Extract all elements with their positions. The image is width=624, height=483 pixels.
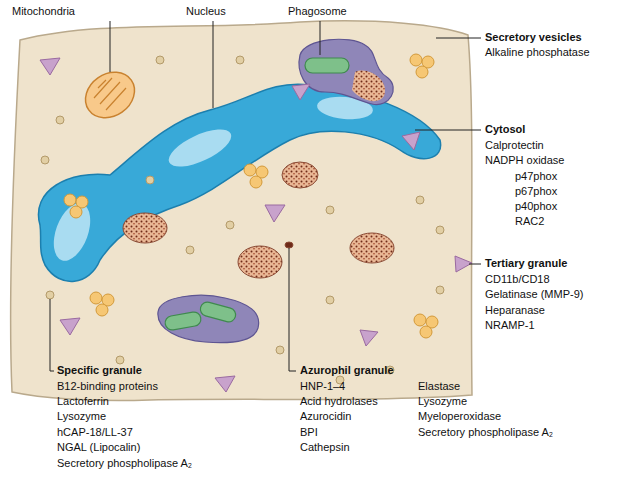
tertiary-granule [40,58,472,392]
label-text: Azurocidin [300,410,351,423]
leader-line [50,21,481,371]
label-text: B12-binding proteins [57,380,158,393]
label-heading: Secretory vesicles [485,31,582,44]
label-text: RAC2 [515,215,544,228]
label-text: CD11b/CD18 [485,273,550,286]
label-text: hCAP-18/LL-37 [57,426,133,439]
label-text: Secretory phospholipase A₂ [418,426,553,439]
label-text: Lactoferrin [57,395,109,408]
cell-membrane [11,21,472,401]
secretory-vesicle [64,54,438,338]
label-heading: Cytosol [485,123,525,136]
nucleus-lobe [164,122,237,174]
phagosome [158,295,259,342]
label-heading: Azurophil granule [300,364,394,377]
label-text: NGAL (Lipocalin) [57,441,140,454]
mitochondrion [77,63,144,127]
label-heading: Tertiary granule [485,257,567,270]
label-text: Acid hydrolases [300,395,378,408]
label-text: p47phox [515,170,557,183]
label-text: p67phox [515,185,557,198]
label-text: Calprotectin [485,139,544,152]
label-text: NADPH oxidase [485,154,564,167]
specific-granule [41,56,444,384]
label-text: Cathepsin [300,441,350,454]
label-text: NRAMP-1 [485,319,535,332]
label-text: p40phox [515,200,557,213]
label-text: Myeloperoxidase [418,410,501,423]
label-text: Mitochondria [12,5,75,18]
label-text: Alkaline phosphatase [485,46,590,59]
label-text: BPI [300,426,318,439]
phagosome [299,39,393,104]
label-text: Elastase [418,380,460,393]
label-text: Lysozyme [418,395,467,408]
label-text: Gelatinase (MMP-9) [485,288,583,301]
azurophil-granule [123,162,394,278]
label-heading: Specific granule [57,364,142,377]
label-text: Nucleus [186,5,226,18]
nucleus-lobe [47,198,98,265]
label-text: Secretory phospholipase A₂ [57,457,192,470]
label-text: Lysozyme [57,410,106,423]
label-text: Heparanase [485,304,545,317]
label-text: HNP-1–4 [300,380,345,393]
label-text: Phagosome [288,5,347,18]
